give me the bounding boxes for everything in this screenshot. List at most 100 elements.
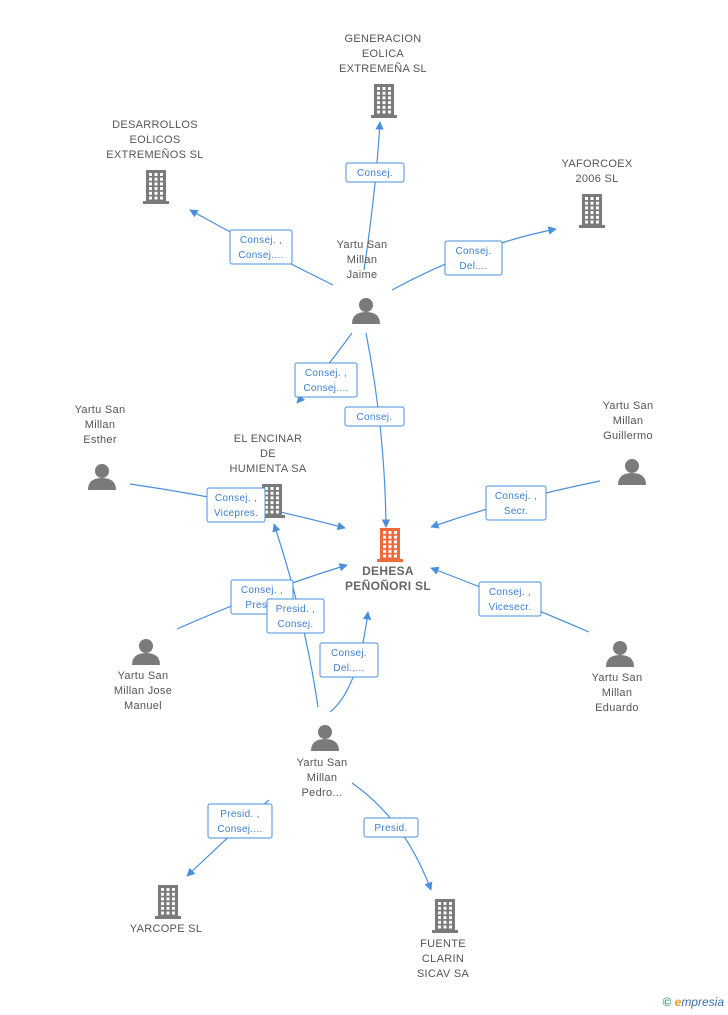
edge-label-e13[interactable]: Presid. <box>363 817 419 838</box>
edge-label-e2[interactable]: Consej. , Consej.... <box>229 229 293 265</box>
edge-label-box <box>478 581 542 617</box>
person-node-pedro[interactable]: Yartu SanMillanPedro... <box>297 725 348 799</box>
node-name-text: FUENTE <box>420 938 466 950</box>
node-name-text: Yartu San <box>75 404 126 416</box>
node-name-text: Yartu San <box>592 672 643 684</box>
edge-role-text: Consej. , <box>215 493 257 504</box>
edge-label-box <box>206 487 266 523</box>
node-name-text: CLARIN <box>422 953 464 965</box>
building-icon <box>432 899 458 933</box>
company-node-fuente[interactable]: FUENTE CLARIN SICAV SA <box>417 899 470 980</box>
node-name-text: EXTREMEÑA SL <box>339 62 427 75</box>
edge-jaime-to-dehesa <box>365 332 391 528</box>
node-name-text: Millan Jose <box>114 685 172 697</box>
node-name-text: Eduardo <box>595 702 639 714</box>
edge-role-text: Secr. <box>504 506 528 517</box>
node-name-text: PEÑOÑORI SL <box>345 578 431 593</box>
node-name-text: Yartu San <box>118 670 169 682</box>
node-name-text: DE <box>260 448 276 460</box>
edge-role-text: Consej. , <box>489 587 531 598</box>
node-name-text: EOLICA <box>362 48 405 60</box>
node-name-text: Yartu San <box>603 400 654 412</box>
edge-label-box <box>345 162 405 183</box>
edge-label-box <box>444 240 503 276</box>
brand-logo-e: e <box>674 995 682 1009</box>
edge-label-e9[interactable]: Presid. , Consej. <box>266 598 325 634</box>
edge-label-box <box>485 485 547 521</box>
node-name-text: Yartu San <box>297 757 348 769</box>
edge-role-text: Consej.... <box>238 250 283 261</box>
node-name-text: EXTREMEÑOS SL <box>106 148 203 161</box>
building-icon <box>579 194 605 228</box>
edge-role-text: Consej. <box>357 168 393 179</box>
building-icon <box>371 84 397 118</box>
edge-role-text: Consej. <box>277 619 313 630</box>
edge-label-box <box>207 803 273 839</box>
person-icon <box>88 464 116 490</box>
node-name-text: Millan <box>613 415 644 427</box>
edge-label-box <box>229 229 293 265</box>
edge-role-text: Presid. , <box>220 809 259 820</box>
edge-role-text: Consej. , <box>305 368 347 379</box>
edge-role-text: Del.... <box>459 261 487 272</box>
edge-role-text: Presid. <box>374 823 407 834</box>
edge-label-e6[interactable]: Consej. , Vicepres. <box>206 487 266 523</box>
node-name-text: DESARROLLOS <box>112 119 198 131</box>
company-node-generacion[interactable]: GENERACION EOLICA EXTREMEÑA SL <box>339 33 427 118</box>
edge-role-text: Consej. <box>455 246 491 257</box>
building-icon <box>155 885 181 919</box>
edge-label-e10[interactable]: Consej. Del.,... <box>319 642 379 678</box>
edge-label-e12[interactable]: Presid. ,Consej.... <box>207 803 273 839</box>
edge-role-text: Presid. , <box>276 604 315 615</box>
brand-logo-text: mpresia <box>681 995 724 1009</box>
node-name-text: Manuel <box>124 700 162 712</box>
edge-label-box <box>344 406 405 427</box>
node-name-text: DEHESA <box>362 564 414 578</box>
node-name-text: Millan <box>347 254 378 266</box>
person-icon <box>311 725 339 751</box>
node-name-text: Esther <box>83 434 117 446</box>
building-icon <box>143 170 169 204</box>
empresia-watermark: © empresia <box>662 995 724 1009</box>
node-name-text: Millan <box>307 772 338 784</box>
edge-label-e3[interactable]: Consej. Del.... <box>444 240 503 276</box>
company-node-yarcope[interactable]: YARCOPE SL <box>130 885 203 935</box>
edge-label-e4[interactable]: Consej. ,Consej.... <box>294 362 358 398</box>
edge-label-box <box>319 642 379 678</box>
node-name-text: 2006 SL <box>575 173 618 185</box>
node-name-text: Yartu San <box>337 239 388 251</box>
edge-label-box <box>294 362 358 398</box>
edge-role-text: Consej. <box>331 648 367 659</box>
edge-role-text: Vicesecr. <box>488 602 531 613</box>
building-icon <box>259 484 285 518</box>
person-icon <box>132 639 160 665</box>
person-icon <box>352 298 380 324</box>
edge-role-text: Del.,... <box>333 663 364 674</box>
edge-role-text: Presid. <box>245 600 278 611</box>
person-icon <box>618 459 646 485</box>
edge-role-text: Consej. , <box>240 235 282 246</box>
node-name-text: EL ENCINAR <box>234 433 303 445</box>
building-icon <box>377 528 403 562</box>
edge-label-e11[interactable]: Consej. , Vicesecr. <box>478 581 542 617</box>
edge-label-e1[interactable]: Consej. <box>345 162 405 183</box>
node-name-text: GENERACION <box>345 33 422 45</box>
edge-role-text: Consej. , <box>241 585 283 596</box>
node-name-text: Jaime <box>347 269 378 281</box>
edge-label-e7[interactable]: Consej. ,Secr. <box>485 485 547 521</box>
edge-role-text: Consej. <box>356 412 392 423</box>
node-name-text: SICAV SA <box>417 968 470 980</box>
edge-role-text: Vicepres. <box>214 508 258 519</box>
edge-label-e5[interactable]: Consej. <box>344 406 405 427</box>
node-name-text: Millan <box>602 687 633 699</box>
